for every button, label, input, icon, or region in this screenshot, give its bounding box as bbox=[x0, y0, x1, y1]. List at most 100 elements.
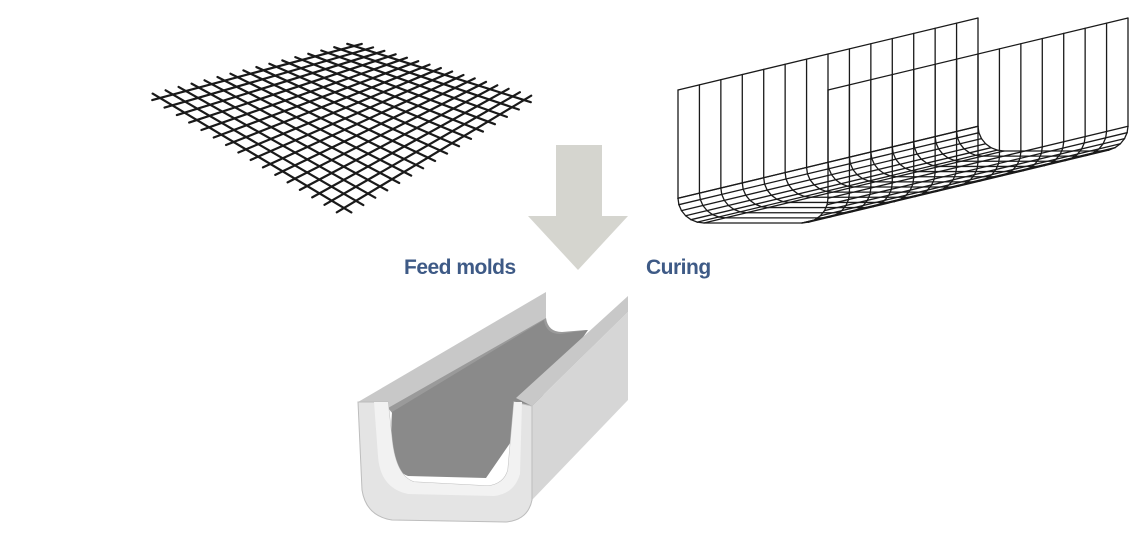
cage-wire bbox=[892, 152, 897, 160]
cage-wire bbox=[745, 194, 751, 201]
cage-wire bbox=[1083, 135, 1086, 144]
cage-wire bbox=[856, 173, 864, 180]
cage-wire bbox=[956, 137, 961, 145]
cage-wire bbox=[976, 161, 979, 170]
cage-wire bbox=[1062, 141, 1065, 149]
cage-wire bbox=[1102, 137, 1107, 145]
cage-wire bbox=[1098, 143, 1104, 150]
cage-wire bbox=[1126, 125, 1129, 134]
cage-wire bbox=[994, 175, 1003, 178]
cage-wire bbox=[699, 198, 704, 207]
mesh-wire bbox=[281, 59, 473, 141]
cage-wire bbox=[840, 183, 848, 187]
mesh-wire bbox=[335, 94, 533, 214]
cage-wire bbox=[895, 158, 901, 165]
cage-wire bbox=[801, 221, 810, 224]
cage-wire bbox=[972, 180, 981, 183]
cage-wire bbox=[913, 141, 916, 149]
feed-molds-label: Feed molds bbox=[404, 256, 516, 279]
cage-wire bbox=[935, 142, 940, 150]
cage-wire bbox=[872, 203, 880, 208]
cage-wire bbox=[955, 130, 959, 139]
cage-wire bbox=[696, 221, 705, 224]
cage-wire bbox=[818, 188, 827, 192]
cage-wire bbox=[869, 187, 872, 196]
down-arrow-icon bbox=[528, 145, 628, 270]
flat-wire-mesh-icon bbox=[151, 42, 533, 214]
cage-wire bbox=[849, 162, 854, 171]
cage-wire bbox=[990, 147, 998, 151]
cage-wire bbox=[873, 163, 880, 171]
cage-wire bbox=[797, 193, 806, 198]
cage-wire bbox=[787, 184, 794, 191]
cage-wire bbox=[806, 173, 811, 181]
cage-wire bbox=[770, 194, 778, 200]
cage-wire bbox=[889, 175, 898, 178]
cage-wire bbox=[742, 188, 747, 196]
curing-label: Curing bbox=[646, 256, 711, 279]
cage-wire bbox=[908, 195, 917, 198]
cage-wire bbox=[721, 193, 725, 202]
cage-wire bbox=[1022, 167, 1030, 172]
mesh-wire bbox=[249, 70, 454, 162]
cage-wire bbox=[893, 198, 902, 203]
cage-wire bbox=[929, 190, 938, 193]
cage-wire bbox=[754, 203, 763, 208]
cage-wire bbox=[934, 135, 937, 144]
mesh-wire bbox=[320, 49, 508, 118]
cage-wire bbox=[865, 206, 874, 209]
cage-wire bbox=[1081, 142, 1085, 150]
cage-wire bbox=[760, 206, 769, 209]
cage-wire bbox=[739, 211, 748, 214]
cage-wire bbox=[937, 148, 944, 155]
cage-wire bbox=[1040, 146, 1043, 154]
cage-wire bbox=[861, 177, 870, 182]
mesh-wire bbox=[323, 91, 522, 206]
cage-wire bbox=[912, 177, 915, 185]
cage-wire bbox=[733, 208, 741, 213]
cage-wire bbox=[776, 198, 784, 203]
cage-wire bbox=[870, 151, 873, 160]
cage-wire bbox=[1086, 152, 1095, 156]
cage-wire bbox=[977, 125, 980, 134]
cage-wire bbox=[803, 195, 812, 198]
mesh-wire bbox=[177, 85, 377, 199]
cage-wire bbox=[763, 183, 768, 191]
cage-wire bbox=[698, 192, 701, 201]
precast-u-channel-icon bbox=[357, 292, 628, 523]
cage-wire bbox=[975, 154, 984, 157]
cage-wire bbox=[1065, 157, 1073, 162]
cage-wire bbox=[749, 199, 756, 205]
cage-wire bbox=[792, 189, 799, 195]
cage-wire bbox=[1019, 151, 1022, 160]
mesh-wire bbox=[333, 46, 520, 111]
cage-wire bbox=[871, 157, 875, 166]
cage-wire bbox=[1079, 154, 1088, 157]
cage-wire bbox=[1058, 159, 1067, 162]
cage-wire bbox=[968, 152, 977, 156]
cage-wire bbox=[996, 149, 1005, 152]
cage-wire bbox=[825, 190, 834, 193]
cage-wire bbox=[926, 162, 934, 167]
cage-wire bbox=[848, 156, 851, 165]
cage-wire bbox=[1114, 143, 1122, 149]
cage-wire bbox=[1105, 130, 1108, 139]
cage-wire bbox=[979, 177, 988, 182]
cage-wire bbox=[915, 193, 923, 198]
cage-wire bbox=[951, 185, 960, 188]
cage-wire bbox=[850, 208, 859, 213]
cage-wire bbox=[958, 183, 966, 187]
cage-wire bbox=[706, 209, 714, 216]
cage-wire bbox=[808, 219, 816, 223]
mesh-wire bbox=[203, 79, 401, 185]
cage-wire bbox=[678, 204, 683, 212]
u-shaped-wire-cage-icon bbox=[677, 17, 1129, 224]
cage-wire bbox=[809, 179, 815, 186]
cage-wire bbox=[1101, 149, 1110, 152]
cage-wire bbox=[711, 213, 720, 218]
cage-wire bbox=[690, 219, 698, 223]
cage-wire bbox=[1000, 172, 1009, 177]
cage-wire bbox=[813, 184, 821, 190]
cage-wire bbox=[782, 200, 791, 204]
cage-wire bbox=[942, 153, 949, 159]
